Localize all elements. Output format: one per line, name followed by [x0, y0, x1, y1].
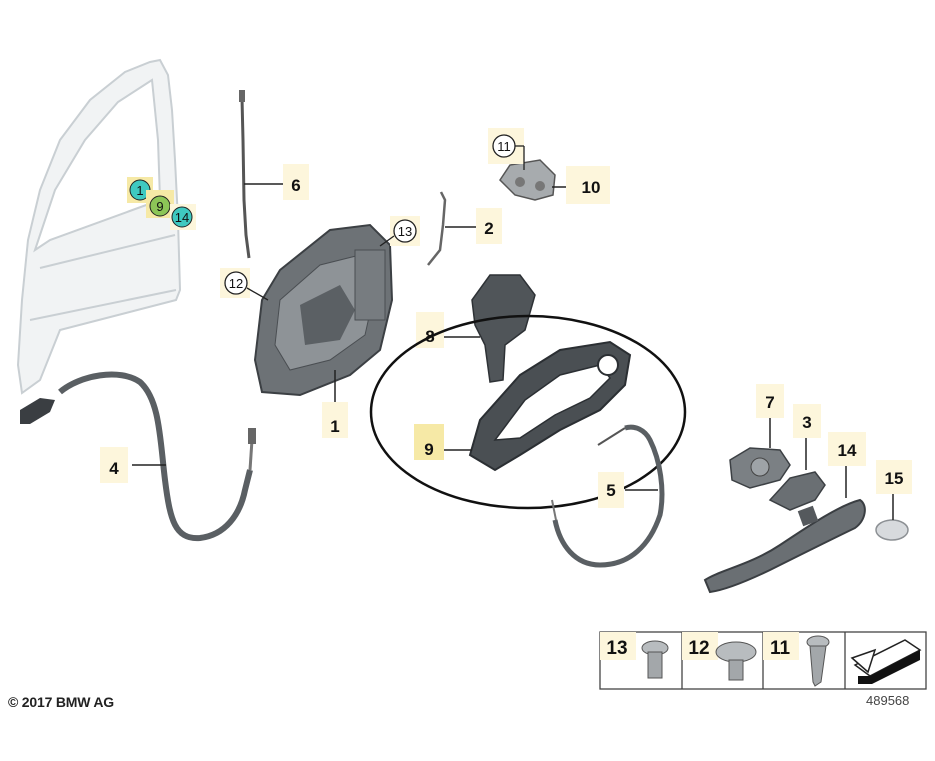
callout-11-circle: 11	[488, 128, 525, 170]
callout-2: 2	[484, 219, 493, 238]
handle-carrier-part-9[interactable]: 9	[414, 340, 632, 472]
bracket-part-8: 8	[416, 274, 536, 383]
rod-part-6: 6	[239, 90, 309, 259]
svg-text:9: 9	[156, 199, 163, 214]
rod-part-2: 2	[427, 191, 502, 266]
svg-text:12: 12	[688, 638, 709, 659]
svg-text:11: 11	[497, 139, 511, 154]
callout-9: 9	[424, 440, 433, 459]
callout-6: 6	[291, 176, 300, 195]
door-outline	[16, 58, 182, 395]
svg-text:13: 13	[398, 224, 412, 239]
cable-part-5: 5	[551, 424, 665, 568]
door-marker-9[interactable]: 9	[146, 190, 174, 218]
svg-text:12: 12	[229, 276, 243, 291]
svg-text:14: 14	[175, 210, 189, 225]
fastener-legend: 13 12 11	[599, 631, 927, 690]
callout-10: 10	[582, 178, 601, 197]
callout-13-circle: 13	[379, 216, 420, 247]
striker-part-10: 10	[499, 159, 610, 204]
diagram-id: 489568	[866, 693, 910, 708]
copyright-text: © 2017 BMW AG	[8, 694, 114, 710]
legend-screw-13: 13	[600, 632, 669, 679]
legend-screw-11: 11	[763, 632, 830, 687]
svg-text:11: 11	[770, 638, 791, 659]
cap-part-15: 15	[875, 460, 912, 541]
outer-handle-part-14: 14	[703, 432, 866, 594]
callout-1: 1	[330, 417, 339, 436]
callout-14: 14	[838, 441, 857, 460]
callout-4: 4	[109, 459, 119, 478]
callout-7: 7	[765, 393, 774, 412]
svg-text:13: 13	[606, 638, 627, 659]
door-marker-14[interactable]: 14	[170, 204, 196, 230]
callout-5: 5	[606, 481, 615, 500]
gasket-part-3: 3	[768, 404, 826, 511]
legend-arrow-icon	[850, 639, 922, 684]
lock-actuator-part-1: 1	[253, 223, 394, 438]
svg-text:1: 1	[136, 183, 143, 198]
highlight-ellipse	[369, 314, 687, 510]
callout-15: 15	[885, 469, 904, 488]
callout-12-circle: 12	[220, 268, 269, 301]
cylinder-part-7: 7	[729, 384, 791, 489]
callout-3: 3	[802, 413, 811, 432]
legend-screw-12: 12	[682, 632, 757, 681]
cable-part-4: 4	[20, 371, 256, 542]
